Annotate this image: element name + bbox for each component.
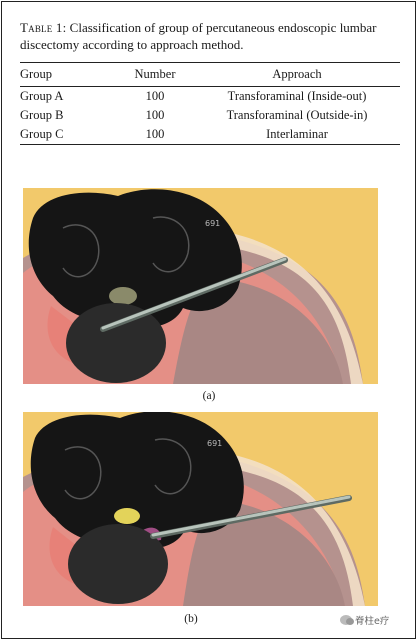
figure-a-svg: 691 bbox=[23, 188, 378, 384]
figure-b-label: (b) bbox=[184, 613, 198, 625]
cell-group: Group B bbox=[20, 108, 64, 122]
fat-layer bbox=[23, 188, 378, 384]
approach-table: Group Number Approach Group A 100 Transf… bbox=[20, 62, 400, 145]
cell-number: 100 bbox=[145, 108, 165, 122]
wechat-icon bbox=[340, 615, 354, 625]
watermark-text: 脊柱e疗 bbox=[355, 616, 390, 627]
spinal-canal bbox=[109, 287, 137, 305]
table-caption-label: Table 1: bbox=[20, 20, 67, 35]
figure-b-illustration: 691 bbox=[23, 412, 378, 606]
spinal-canal bbox=[114, 508, 140, 524]
table-header-row: Group Number Approach bbox=[20, 62, 400, 87]
figure-a-label: (a) bbox=[202, 390, 216, 402]
cell-approach: Interlaminar bbox=[266, 127, 328, 141]
table-row: Group C 100 Interlaminar bbox=[20, 125, 400, 145]
spinal-tissue bbox=[28, 189, 242, 327]
fascia-layer bbox=[208, 450, 365, 606]
disc bbox=[66, 303, 166, 383]
header-group: Group bbox=[20, 67, 52, 81]
table-caption: Table 1: Classification of group of perc… bbox=[20, 19, 400, 53]
figure-b-svg: 691 bbox=[23, 412, 378, 606]
disc bbox=[68, 524, 168, 604]
scan-marker: 691 bbox=[207, 439, 222, 448]
header-approach: Approach bbox=[272, 67, 322, 81]
figure-a-illustration: 691 bbox=[23, 188, 378, 384]
table-caption-text: Classification of group of percutaneous … bbox=[20, 20, 377, 52]
header-number: Number bbox=[134, 67, 176, 81]
cell-group: Group A bbox=[20, 89, 64, 103]
cell-approach: Transforaminal (Outside-in) bbox=[226, 108, 368, 122]
cell-group: Group C bbox=[20, 127, 64, 141]
cell-approach: Transforaminal (Inside-out) bbox=[227, 89, 367, 103]
scan-marker: 691 bbox=[205, 219, 220, 228]
watermark: 脊柱e疗 bbox=[340, 613, 389, 627]
fat-layer bbox=[23, 412, 378, 606]
table-row: Group B 100 Transforaminal (Outside-in) bbox=[20, 106, 400, 125]
cell-number: 100 bbox=[145, 127, 165, 141]
table-row: Group A 100 Transforaminal (Inside-out) bbox=[20, 87, 400, 107]
spinal-tissue bbox=[30, 412, 244, 549]
cell-number: 100 bbox=[145, 89, 165, 103]
